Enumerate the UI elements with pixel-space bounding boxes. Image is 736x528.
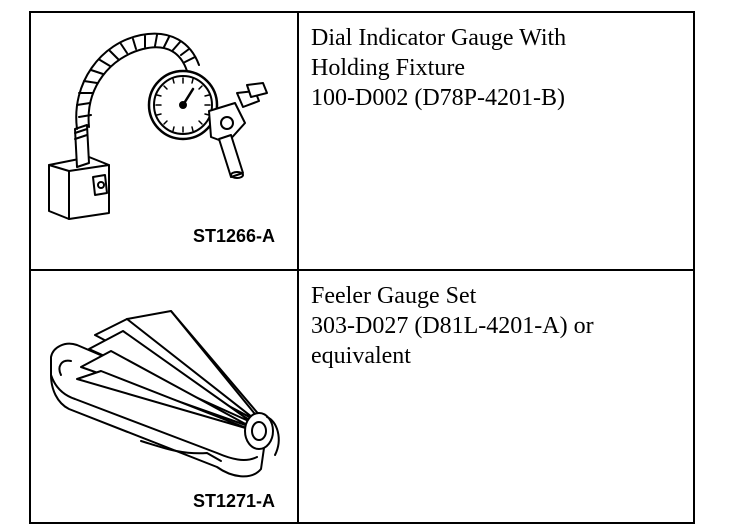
description-cell: Dial Indicator Gauge With Holding Fixtur…: [299, 13, 693, 269]
tool-name-line: Dial Indicator Gauge With: [311, 25, 567, 51]
illustration-cell: ST1271-A: [31, 271, 299, 524]
tool-name-line: Holding Fixture: [311, 55, 465, 81]
feeler-gauge-set-icon: [50, 310, 280, 478]
tool-description: Dial Indicator Gauge With Holding Fixtur…: [311, 23, 566, 113]
tool-description: Feeler Gauge Set 303-D027 (D81L-4201-A) …: [311, 281, 594, 371]
dial-indicator-gauge-icon: [48, 32, 268, 220]
tool-part-number: 303-D027 (D81L-4201-A) or: [311, 313, 594, 339]
tool-extra-line: equivalent: [311, 343, 411, 369]
figure-code: ST1266-A: [192, 226, 275, 246]
figure-code: ST1271-A: [192, 491, 275, 511]
illustration-cell: ST1266-A: [31, 13, 299, 269]
special-tools-table: ST1266-A Dial Indicator Gauge With Holdi…: [29, 11, 695, 524]
description-cell: Feeler Gauge Set 303-D027 (D81L-4201-A) …: [299, 271, 693, 524]
tool-row-dial-indicator: ST1266-A Dial Indicator Gauge With Holdi…: [31, 13, 693, 271]
tool-row-feeler-gauge: ST1271-A Feeler Gauge Set 303-D027 (D81L…: [31, 271, 693, 524]
tool-name-line: Feeler Gauge Set: [311, 283, 477, 309]
tool-part-number: 100-D002 (D78P-4201-B): [311, 85, 565, 111]
